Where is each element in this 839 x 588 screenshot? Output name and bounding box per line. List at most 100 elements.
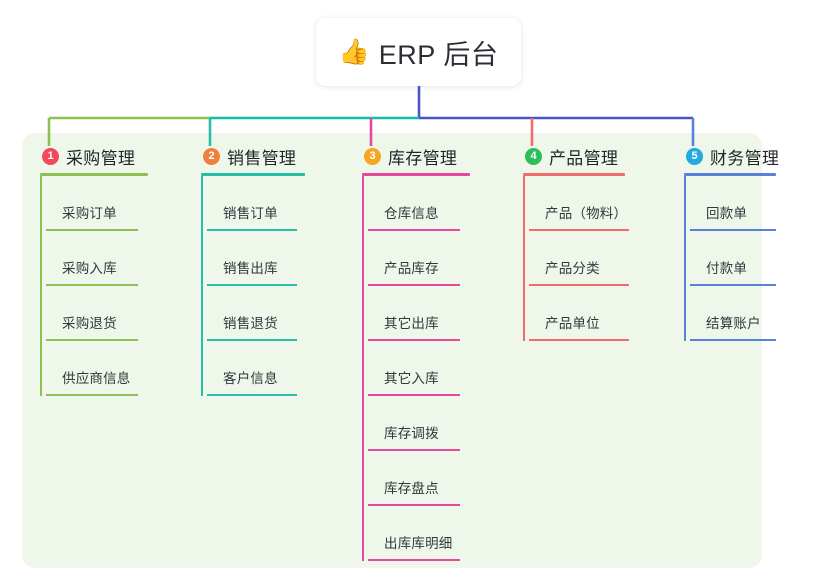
branch-column-5: 5 财务管理回款单付款单结算账户 [684, 143, 780, 341]
branch-column-2: 2 销售管理销售订单销售出库销售退货客户信息 [201, 143, 305, 396]
branch-spine [201, 176, 203, 396]
branch-item-label: 付款单 [706, 261, 748, 276]
branch-number-badge: 2 [203, 147, 220, 165]
branch-header-1[interactable]: 1 采购管理 [40, 143, 148, 169]
branch-item-label: 采购订单 [62, 206, 117, 221]
branch-item[interactable]: 销售订单 [207, 176, 305, 231]
root-node-content: 👍 ERP 后台 [339, 33, 499, 72]
branch-spine [362, 176, 364, 561]
branch-item-label: 产品库存 [384, 261, 439, 276]
branch-item-label: 产品单位 [545, 316, 600, 331]
branch-item-label: 产品（物料） [545, 206, 628, 221]
branch-item-rule [207, 229, 297, 231]
branch-title: 产品管理 [549, 148, 619, 168]
branch-item[interactable]: 付款单 [690, 231, 776, 286]
branch-item-rule [46, 394, 138, 396]
branch-underline [523, 173, 625, 176]
branch-item[interactable]: 销售出库 [207, 231, 305, 286]
branch-title: 财务管理 [710, 148, 780, 168]
branch-item-label: 客户信息 [223, 371, 278, 386]
branch-item[interactable]: 供应商信息 [46, 341, 148, 396]
branches-panel [22, 133, 762, 568]
branch-item-label: 回款单 [706, 206, 748, 221]
branch-item[interactable]: 结算账户 [690, 286, 776, 341]
branch-items: 仓库信息产品库存其它出库其它入库库存调拨库存盘点出库库明细 [362, 176, 470, 561]
branch-number-badge: 5 [686, 147, 703, 165]
branch-item-label: 仓库信息 [384, 206, 439, 221]
branch-item[interactable]: 采购订单 [46, 176, 148, 231]
branch-item-rule [690, 284, 776, 286]
branch-spine [40, 176, 42, 396]
branch-item-rule [46, 284, 138, 286]
branch-item-rule [368, 449, 460, 451]
branch-item-rule [46, 339, 138, 341]
branch-item-rule [207, 284, 297, 286]
branch-item-rule [368, 284, 460, 286]
branch-underline [40, 173, 148, 176]
branch-item-label: 采购入库 [62, 261, 117, 276]
branch-item-rule [690, 339, 776, 341]
branch-number-badge: 1 [42, 147, 59, 165]
root-title: ERP 后台 [378, 39, 499, 70]
branch-item-rule [529, 284, 629, 286]
branch-item-label: 销售订单 [223, 206, 278, 221]
branch-underline [201, 173, 305, 176]
branch-spine [684, 176, 686, 341]
branch-item-label: 其它入库 [384, 371, 439, 386]
branch-title: 销售管理 [227, 148, 297, 168]
branch-item-rule [529, 229, 629, 231]
branch-items: 产品（物料） 产品分类产品单位 [523, 176, 629, 341]
branch-item[interactable]: 出库库明细 [368, 506, 470, 561]
branch-items: 采购订单采购入库采购退货供应商信息 [40, 176, 148, 396]
branch-item[interactable]: 采购入库 [46, 231, 148, 286]
branch-item-rule [368, 394, 460, 396]
branch-item[interactable]: 库存盘点 [368, 451, 470, 506]
thumbs-up-icon: 👍 [338, 37, 370, 66]
branch-item-label: 出库库明细 [384, 536, 453, 551]
branch-title: 采购管理 [66, 148, 136, 168]
branch-item-rule [46, 229, 138, 231]
branch-item-label: 采购退货 [62, 316, 117, 331]
branch-item-rule [368, 559, 460, 561]
branch-item-rule [690, 229, 776, 231]
branch-item[interactable]: 仓库信息 [368, 176, 470, 231]
branch-item[interactable]: 销售退货 [207, 286, 305, 341]
branch-item-label: 库存盘点 [384, 481, 439, 496]
branch-column-4: 4 产品管理产品（物料） 产品分类产品单位 [523, 143, 629, 341]
branch-items: 回款单付款单结算账户 [684, 176, 776, 341]
branch-item[interactable]: 库存调拨 [368, 396, 470, 451]
branch-item[interactable]: 采购退货 [46, 286, 148, 341]
branch-item-label: 销售退货 [223, 316, 278, 331]
branch-item-label: 产品分类 [545, 261, 600, 276]
branch-item-label: 供应商信息 [62, 371, 131, 386]
branch-number-badge: 4 [525, 147, 542, 165]
branch-item-rule [368, 339, 460, 341]
branch-item-rule [207, 394, 297, 396]
branch-items: 销售订单销售出库销售退货客户信息 [201, 176, 305, 396]
branch-item-rule [529, 339, 629, 341]
branch-item[interactable]: 回款单 [690, 176, 776, 231]
branch-title: 库存管理 [388, 148, 458, 168]
branch-item[interactable]: 产品库存 [368, 231, 470, 286]
branch-item-rule [368, 504, 460, 506]
root-node[interactable]: 👍 ERP 后台 [316, 18, 521, 86]
branch-item[interactable]: 客户信息 [207, 341, 305, 396]
branch-header-3[interactable]: 3 库存管理 [362, 143, 470, 169]
branch-item[interactable]: 其它出库 [368, 286, 470, 341]
branch-item[interactable]: 其它入库 [368, 341, 470, 396]
branch-header-4[interactable]: 4 产品管理 [523, 143, 625, 169]
branch-column-1: 1 采购管理采购订单采购入库采购退货供应商信息 [40, 143, 148, 396]
branch-header-5[interactable]: 5 财务管理 [684, 143, 780, 169]
branch-item[interactable]: 产品单位 [529, 286, 629, 341]
branch-underline [362, 173, 470, 176]
branch-item[interactable]: 产品分类 [529, 231, 629, 286]
branch-item[interactable]: 产品（物料） [529, 176, 629, 231]
branch-underline [684, 173, 776, 176]
branch-item-label: 销售出库 [223, 261, 278, 276]
branch-spine [523, 176, 525, 341]
branch-header-2[interactable]: 2 销售管理 [201, 143, 305, 169]
branch-number-badge: 3 [364, 147, 381, 165]
branch-column-3: 3 库存管理仓库信息产品库存其它出库其它入库库存调拨库存盘点出库库明细 [362, 143, 470, 561]
branch-item-rule [368, 229, 460, 231]
